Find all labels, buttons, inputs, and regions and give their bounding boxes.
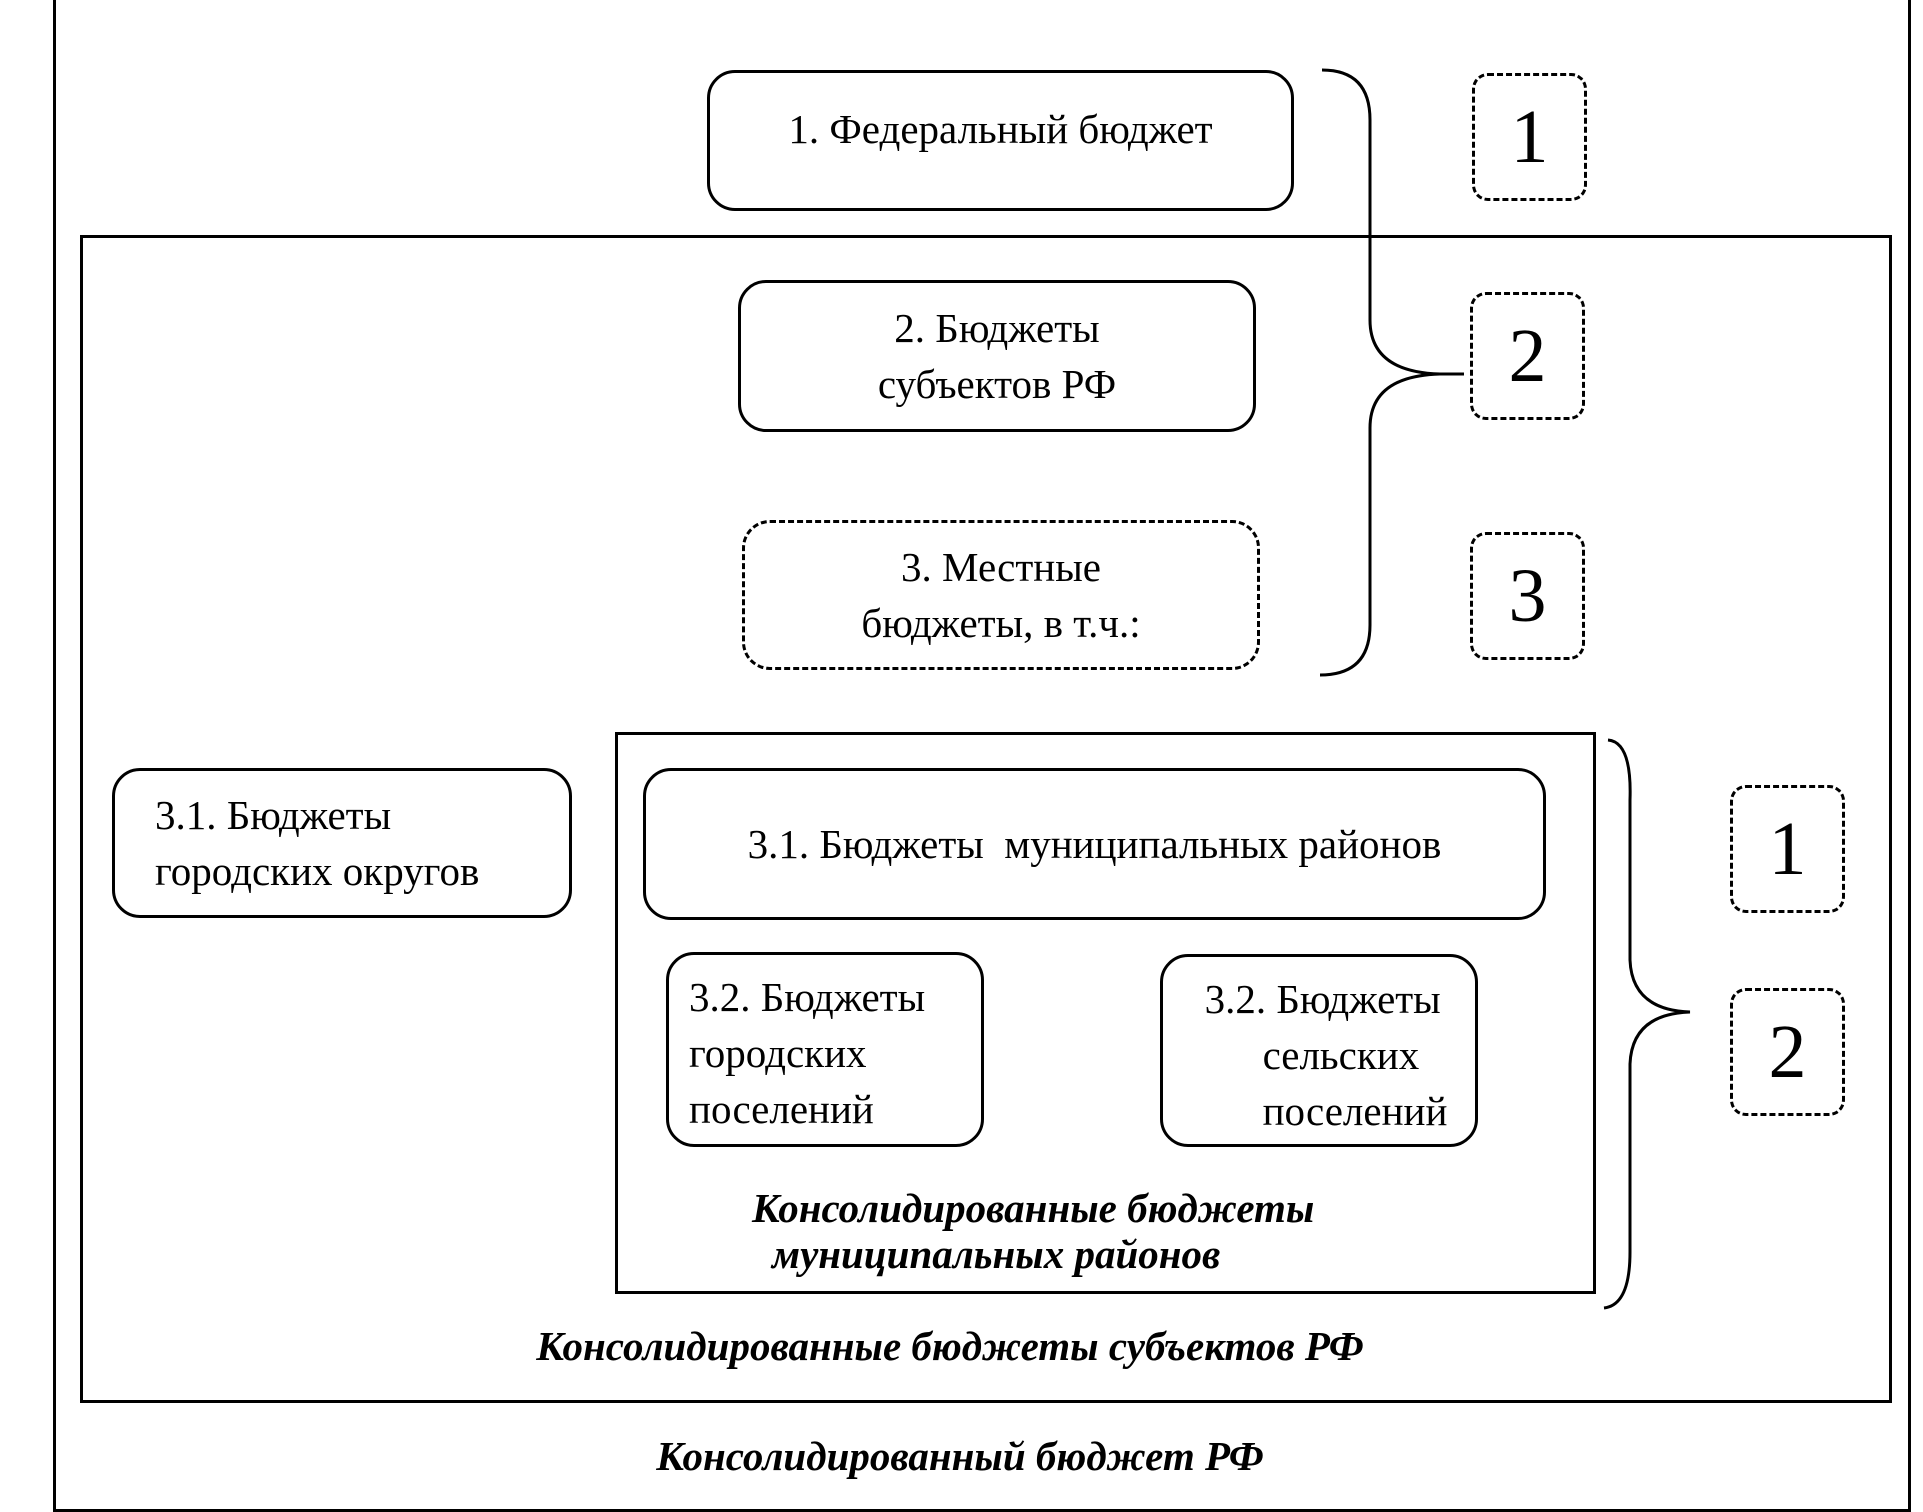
local-budgets-label-1: 3. Местные — [901, 544, 1101, 590]
subject-budgets-label-2: субъектов РФ — [877, 361, 1117, 407]
municipal-districts-label: 3.1. Бюджеты муниципальных районов — [747, 821, 1442, 867]
lower-brace — [1603, 738, 1691, 1310]
rural-settlements-box: 3.2. Бюджеты сельских поселений — [1160, 954, 1478, 1147]
local-budgets-box: 3. Местные бюджеты, в т.ч.: — [742, 520, 1260, 670]
upper-brace — [1319, 68, 1441, 677]
consolidated-rf-frame — [53, 0, 1911, 1512]
level-2-badge: 2 — [1470, 292, 1585, 420]
level-1-text: 1 — [1510, 95, 1549, 179]
urban-settlements-label-2: городских — [689, 1030, 867, 1076]
consolidated-subjects-caption: Консолидированные бюджеты субъектов РФ — [536, 1323, 1364, 1369]
level-1-badge: 1 — [1472, 73, 1587, 201]
level-3-text: 3 — [1508, 554, 1547, 638]
sub-level-2-badge: 2 — [1730, 988, 1845, 1116]
sub-level-2-text: 2 — [1768, 1010, 1807, 1094]
urban-settlements-box: 3.2. Бюджеты городских поселений — [666, 952, 984, 1147]
sub-level-1-badge: 1 — [1730, 785, 1845, 913]
city-districts-label-2: городских округов — [155, 848, 480, 894]
federal-budget-label: 1. Федеральный бюджет — [788, 106, 1213, 152]
level-3-badge: 3 — [1470, 532, 1585, 660]
city-districts-box: 3.1. Бюджеты городских округов — [112, 768, 572, 918]
rural-settlements-label-2: сельских — [1262, 1032, 1420, 1078]
consolidated-subjects-frame — [80, 235, 1892, 1403]
consolidated-municipal-caption-2: муниципальных районов — [772, 1231, 1221, 1277]
consolidated-municipal-frame — [615, 732, 1596, 1294]
local-budgets-label-2: бюджеты, в т.ч.: — [861, 600, 1141, 646]
urban-settlements-label-3: поселений — [689, 1086, 874, 1132]
consolidated-rf-caption: Консолидированный бюджет РФ — [656, 1433, 1264, 1479]
level-2-text: 2 — [1508, 314, 1547, 398]
subject-budgets-box: 2. Бюджеты субъектов РФ — [738, 280, 1256, 432]
urban-settlements-label-1: 3.2. Бюджеты — [689, 974, 926, 1020]
sub-level-1-text: 1 — [1768, 807, 1807, 891]
subject-budgets-label-1: 2. Бюджеты — [894, 305, 1100, 351]
consolidated-municipal-caption: Консолидированные бюджеты муниципальных … — [700, 1185, 1520, 1277]
rural-settlements-label-1: 3.2. Бюджеты — [1204, 976, 1441, 1022]
federal-budget-box: 1. Федеральный бюджет — [707, 70, 1294, 211]
city-districts-label-1: 3.1. Бюджеты — [155, 792, 392, 838]
municipal-districts-box: 3.1. Бюджеты муниципальных районов — [643, 768, 1546, 920]
rural-settlements-label-3: поселений — [1262, 1088, 1448, 1134]
consolidated-municipal-caption-1: Консолидированные бюджеты — [752, 1185, 1315, 1231]
